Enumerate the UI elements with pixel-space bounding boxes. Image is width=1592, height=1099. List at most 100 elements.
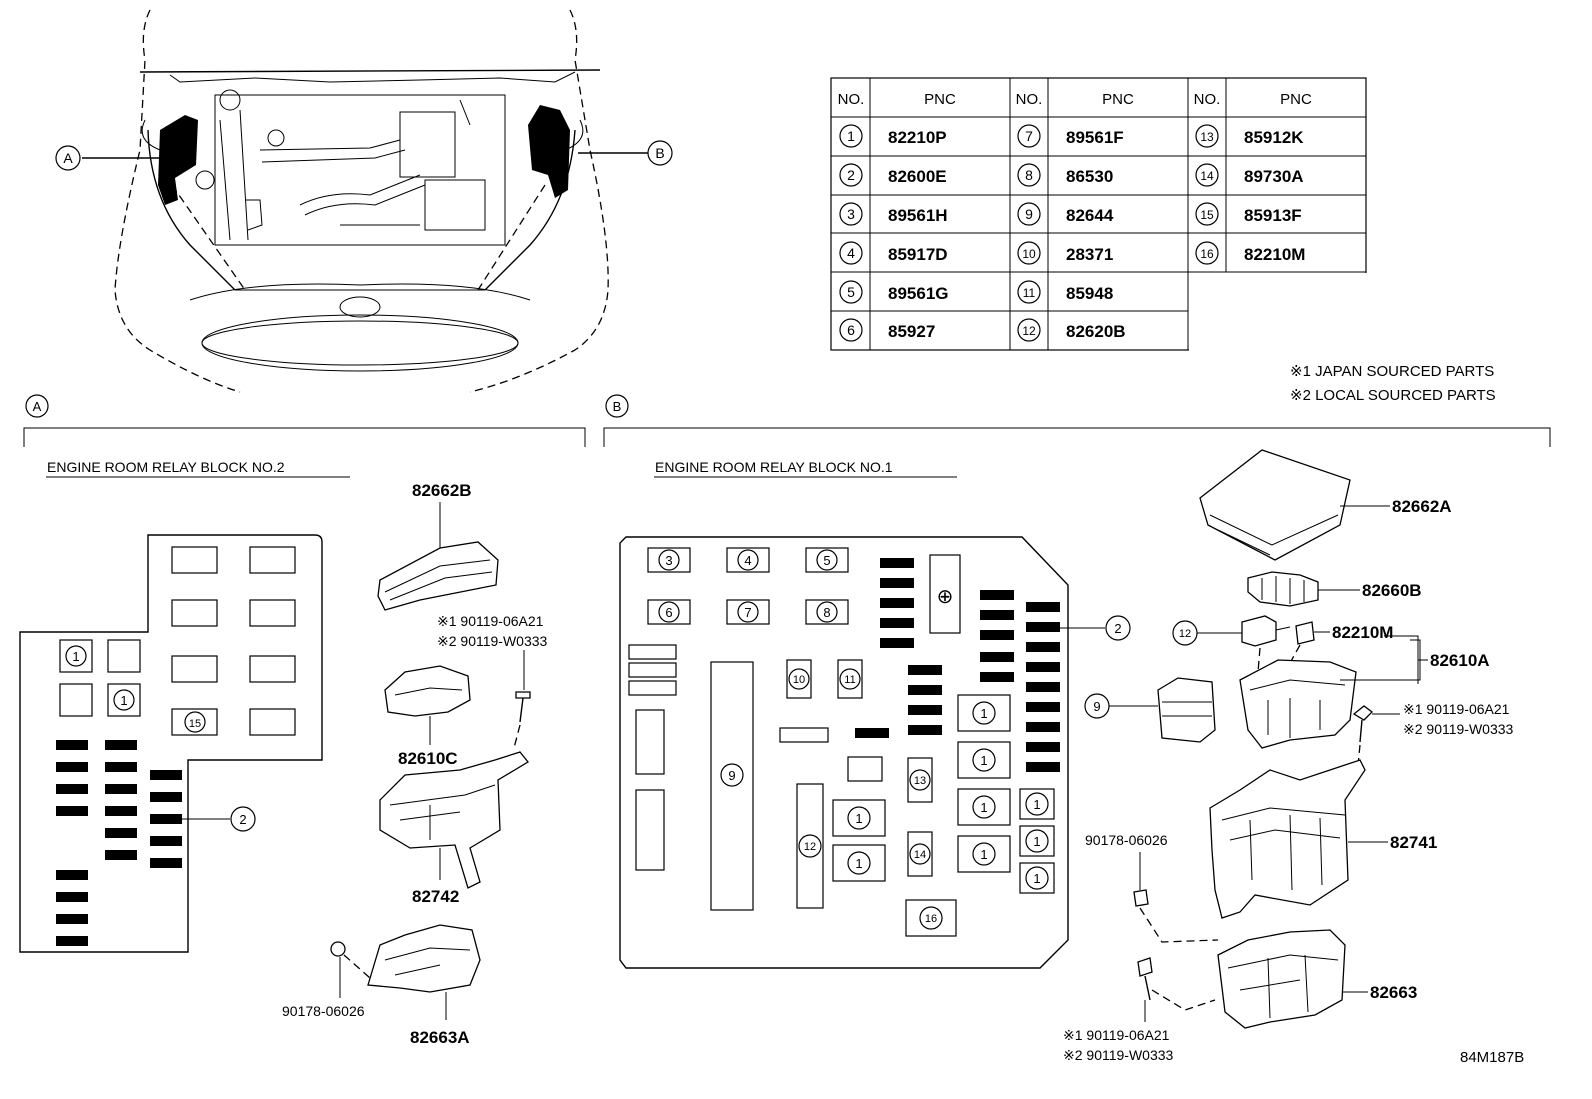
label-a-bolt2: ※2 90119-W0333 <box>437 633 548 649</box>
section-b: B ENGINE ROOM RELAY BLOCK NO.1 3 4 5 6 7… <box>603 394 1551 1063</box>
label-b-bolt1: ※1 90119-06A21 <box>1403 701 1510 717</box>
b-item-1-e: 1 <box>980 800 987 815</box>
b-item-7: 7 <box>744 605 751 620</box>
b-item-12: 12 <box>804 841 816 853</box>
pnc-code-16: 82210M <box>1244 245 1305 264</box>
b-item-13: 13 <box>914 775 926 787</box>
b-plus-terminal: ⊕ <box>937 586 954 608</box>
pnc-code-4: 85917D <box>888 245 948 264</box>
label-82663: 82663 <box>1370 983 1417 1002</box>
b-item-9: 9 <box>728 768 735 783</box>
section-a-item-1b: 1 <box>120 693 127 708</box>
b-item-5: 5 <box>823 553 830 568</box>
pnc-code-15: 85913F <box>1244 206 1302 225</box>
pnc-header-no-1: NO. <box>838 91 865 108</box>
label-82210m: 82210M <box>1332 623 1393 642</box>
pnc-code-5: 89561G <box>888 284 949 303</box>
pnc-no-2: 2 <box>847 167 855 183</box>
label-b-bolt2b: ※2 90119-W0333 <box>1063 1047 1174 1063</box>
pnc-code-7: 89561F <box>1066 128 1124 147</box>
b-item-1-i: 1 <box>1033 871 1040 886</box>
figure-code: 84M187B <box>1460 1049 1524 1066</box>
label-82662b: 82662B <box>412 481 472 500</box>
label-82662a: 82662A <box>1392 497 1452 516</box>
b-item-3: 3 <box>665 553 672 568</box>
note-local-sourced: ※2 LOCAL SOURCED PARTS <box>1290 387 1496 404</box>
section-a-item-15: 15 <box>189 718 201 730</box>
note-japan-sourced: ※1 JAPAN SOURCED PARTS <box>1290 363 1494 380</box>
pnc-header-pnc-2: PNC <box>1102 91 1134 108</box>
callout-a-top: A <box>63 150 73 166</box>
label-82610a: 82610A <box>1430 651 1490 670</box>
pnc-no-4: 4 <box>847 245 855 261</box>
b-callout-12: 12 <box>1179 628 1191 640</box>
pnc-no-3: 3 <box>847 206 855 222</box>
pnc-code-3: 89561H <box>888 206 948 225</box>
pnc-no-16: 16 <box>1200 247 1214 261</box>
pnc-no-12: 12 <box>1022 324 1036 338</box>
b-item-4: 4 <box>744 553 751 568</box>
b-item-8: 8 <box>823 605 830 620</box>
b-item-1-a: 1 <box>855 811 862 826</box>
section-b-marker: B <box>613 399 622 414</box>
section-a-fuses <box>56 740 182 946</box>
section-a-title: ENGINE ROOM RELAY BLOCK NO.2 <box>47 459 285 475</box>
section-a: A ENGINE ROOM RELAY BLOCK NO.2 15 1 1 <box>19 394 586 1047</box>
label-b-bolt2: ※2 90119-W0333 <box>1403 721 1514 737</box>
label-82660b: 82660B <box>1362 581 1422 600</box>
callout-b-top: B <box>655 145 664 161</box>
label-82742: 82742 <box>412 887 459 906</box>
pnc-code-2: 82600E <box>888 167 947 186</box>
b-item-16: 16 <box>925 913 937 925</box>
label-82741: 82741 <box>1390 833 1437 852</box>
b-item-1-b: 1 <box>855 856 862 871</box>
pnc-code-6: 85927 <box>888 322 935 341</box>
section-b-fuses <box>855 558 1060 772</box>
section-b-title: ENGINE ROOM RELAY BLOCK NO.1 <box>655 459 893 475</box>
b-item-2: 2 <box>1114 621 1121 636</box>
b-callout-9: 9 <box>1093 699 1100 714</box>
vehicle-overview: A B <box>55 9 673 393</box>
pnc-no-14: 14 <box>1200 169 1214 183</box>
pnc-no-10: 10 <box>1022 247 1036 261</box>
pnc-code-9: 82644 <box>1066 206 1114 225</box>
b-item-1-f: 1 <box>980 847 987 862</box>
pnc-no-5: 5 <box>847 284 855 300</box>
b-item-1-g: 1 <box>1033 797 1040 812</box>
pnc-header-no-2: NO. <box>1016 91 1043 108</box>
pnc-code-13: 85912K <box>1244 128 1304 147</box>
pnc-code-10: 28371 <box>1066 245 1113 264</box>
section-a-marker: A <box>33 399 42 414</box>
pnc-no-13: 13 <box>1200 130 1214 144</box>
pnc-no-9: 9 <box>1025 206 1033 222</box>
pnc-code-11: 85948 <box>1066 284 1113 303</box>
pnc-no-6: 6 <box>847 322 855 338</box>
label-82610c: 82610C <box>398 749 458 768</box>
b-item-1-d: 1 <box>980 753 987 768</box>
b-item-14: 14 <box>914 849 926 861</box>
pnc-header-pnc-1: PNC <box>924 91 956 108</box>
pnc-no-1: 1 <box>847 128 855 144</box>
pnc-header-no-3: NO. <box>1194 91 1221 108</box>
pnc-code-14: 89730A <box>1244 167 1304 186</box>
b-item-10: 10 <box>793 674 805 686</box>
pnc-code-12: 82620B <box>1066 322 1126 341</box>
pnc-no-11: 11 <box>1023 286 1036 300</box>
b-item-11: 11 <box>844 674 855 686</box>
pnc-no-15: 15 <box>1200 208 1214 222</box>
section-a-item-2: 2 <box>239 812 246 827</box>
b-item-6: 6 <box>665 605 672 620</box>
label-a-bolt1: ※1 90119-06A21 <box>437 613 544 629</box>
section-a-item-1a: 1 <box>72 649 79 664</box>
b-item-1-c: 1 <box>980 706 987 721</box>
label-b-clip: 90178-06026 <box>1085 832 1168 848</box>
b-item-1-h: 1 <box>1033 834 1040 849</box>
pnc-code-1: 82210P <box>888 128 947 147</box>
label-a-clip: 90178-06026 <box>282 1003 365 1019</box>
label-82663a: 82663A <box>410 1028 470 1047</box>
pnc-header-pnc-3: PNC <box>1280 91 1312 108</box>
pnc-no-7: 7 <box>1025 128 1033 144</box>
label-b-bolt1b: ※1 90119-06A21 <box>1063 1027 1170 1043</box>
pnc-table: NO. PNC NO. PNC NO. PNC 1 82210P 2 82600… <box>830 77 1367 351</box>
